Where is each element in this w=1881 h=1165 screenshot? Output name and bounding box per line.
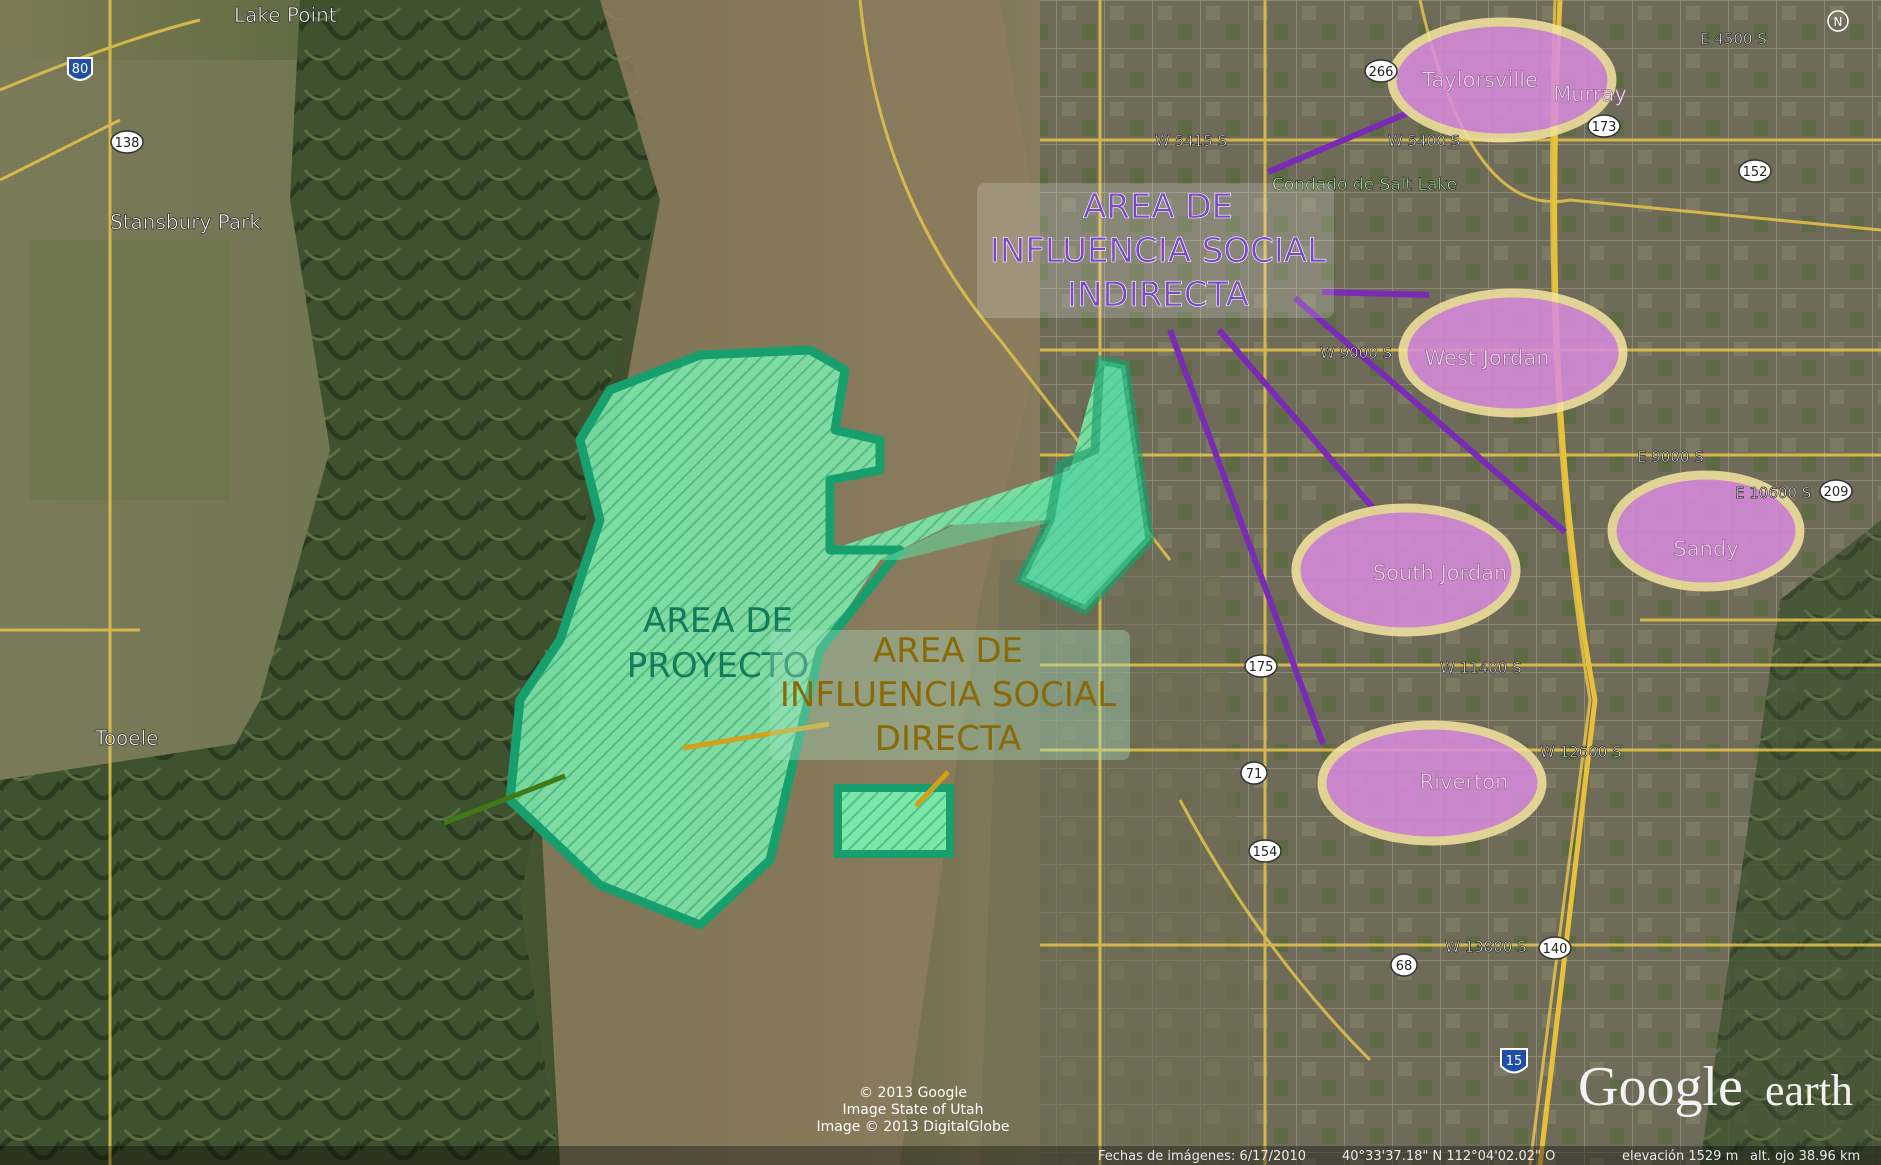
shield-173: 173 <box>1587 114 1621 138</box>
indirect-label-line1: AREA DE <box>1083 187 1233 227</box>
project-label-line2: PROYECTO <box>627 646 810 686</box>
shield-154: 154 <box>1248 839 1282 863</box>
svg-text:15: 15 <box>1506 1054 1523 1069</box>
direct-label-line2: INFLUENCIA SOCIAL <box>780 675 1116 715</box>
earth-logo: earth <box>1765 1066 1853 1115</box>
shield-266: 266 <box>1364 59 1398 83</box>
status-date: Fechas de imágenes: 6/17/2010 <box>1098 1149 1306 1164</box>
city-label-murray: Murray <box>1553 82 1627 106</box>
project-area-outline <box>505 345 905 930</box>
status-bar <box>0 1146 1881 1165</box>
route-shields: 80 138 266 173 152 209 175 71 <box>67 57 1853 1074</box>
city-oval-sandy[interactable] <box>1607 470 1805 592</box>
direct-area-rect[interactable] <box>834 784 954 858</box>
compass-icon[interactable]: N <box>1827 10 1849 32</box>
shield-71: 71 <box>1240 761 1268 785</box>
place-label-lake-point: Lake Point <box>234 3 337 27</box>
city-oval-taylorsville[interactable] <box>1387 17 1617 143</box>
mountain-range-south <box>0 740 360 1165</box>
shield-140: 140 <box>1538 936 1572 960</box>
status-coords: 40°33'37.18" N 112°04'02.02" O <box>1342 1149 1555 1164</box>
shield-209: 209 <box>1819 479 1853 503</box>
road-label-w12600s: W 12600 S <box>1540 743 1622 761</box>
road-label-e9000s: E 9000 S <box>1637 448 1704 466</box>
wasatch-foothills <box>1700 520 1881 1165</box>
status-eye-alt: alt. ojo 38.96 km <box>1750 1149 1860 1164</box>
suburbs <box>980 560 1260 1165</box>
city-oval-south-jordan[interactable] <box>1291 503 1521 637</box>
svg-text:175: 175 <box>1249 660 1274 675</box>
city-label-taylorsville: Taylorsville <box>1421 68 1538 92</box>
farm-fields <box>30 240 230 500</box>
project-area-north-lobe[interactable] <box>1015 355 1155 615</box>
svg-text:80: 80 <box>72 62 89 77</box>
indirect-leader-lines <box>1167 109 1567 746</box>
city-oval-riverton[interactable] <box>1317 720 1547 846</box>
city-label-south-jordan: South Jordan <box>1373 561 1508 585</box>
attribution-line1: © 2013 Google <box>859 1085 967 1101</box>
shield-138: 138 <box>110 130 144 154</box>
project-area-polygon[interactable] <box>510 350 1150 925</box>
svg-text:138: 138 <box>115 136 140 151</box>
status-bar-text: Fechas de imágenes: 6/17/2010 40°33'37.1… <box>1098 1149 1860 1164</box>
road-label-e4500s: E 4500 S <box>1700 30 1767 48</box>
svg-text:209: 209 <box>1824 485 1849 500</box>
road-label-w9000s: W 9000 S <box>1320 344 1392 362</box>
shield-i15: 15 <box>1500 1048 1528 1074</box>
project-label-line1: AREA DE <box>643 601 793 641</box>
svg-text:68: 68 <box>1396 959 1413 974</box>
project-corridor <box>880 470 1070 560</box>
direct-label-line3: DIRECTA <box>875 719 1021 759</box>
svg-text:140: 140 <box>1543 942 1568 957</box>
attribution-line2: Image State of Utah <box>843 1102 984 1118</box>
svg-text:71: 71 <box>1246 767 1263 782</box>
direct-label-line1: AREA DE <box>873 631 1023 671</box>
city-label-sandy: Sandy <box>1673 537 1738 561</box>
road-label-w13800s: W 13800 S <box>1445 938 1527 956</box>
shield-68: 68 <box>1390 953 1418 977</box>
google-logo: Google <box>1578 1056 1743 1118</box>
place-label-stansbury-park: Stansbury Park <box>110 210 261 234</box>
place-label-condado: Condado de Salt Lake <box>1272 175 1457 195</box>
project-leader-line <box>443 773 566 826</box>
svg-text:173: 173 <box>1592 120 1617 135</box>
shield-i80: 80 <box>67 57 93 81</box>
city-label-riverton: Riverton <box>1420 770 1509 794</box>
city-oval-west-jordan[interactable] <box>1398 288 1628 418</box>
road-label-w5415s: W 5415 S <box>1155 132 1227 150</box>
direct-leader-line-2 <box>914 770 950 808</box>
attribution-line3: Image © 2013 DigitalGlobe <box>816 1119 1009 1135</box>
shield-152: 152 <box>1738 159 1772 183</box>
svg-text:266: 266 <box>1369 65 1394 80</box>
svg-text:152: 152 <box>1743 165 1768 180</box>
overlay-labels: AREA DE INFLUENCIA SOCIAL INDIRECTA AREA… <box>627 183 1334 760</box>
direct-label-halo <box>770 630 1130 760</box>
city-label-west-jordan: West Jordan <box>1424 346 1549 370</box>
svg-text:N: N <box>1834 15 1843 29</box>
base-map-labels: Lake Point Stansbury Park Tooele Condado… <box>94 3 1812 957</box>
road-label-w11400s: W 11400 S <box>1440 659 1522 677</box>
indirect-label-halo <box>977 183 1334 318</box>
road-label-w5400s: W 5400 S <box>1388 132 1460 150</box>
indirect-label-line3: INDIRECTA <box>1067 275 1249 315</box>
road-label-e10600s: E 10600 S <box>1735 484 1811 502</box>
shield-175: 175 <box>1244 654 1278 678</box>
status-elevation: elevación 1529 m <box>1622 1149 1738 1164</box>
place-label-tooele: Tooele <box>94 726 158 750</box>
attribution: © 2013 Google Image State of Utah Image … <box>816 1085 1009 1135</box>
svg-text:154: 154 <box>1253 845 1278 860</box>
indirect-label-line2: INFLUENCIA SOCIAL <box>990 231 1326 271</box>
direct-leader-line-1 <box>682 721 830 751</box>
